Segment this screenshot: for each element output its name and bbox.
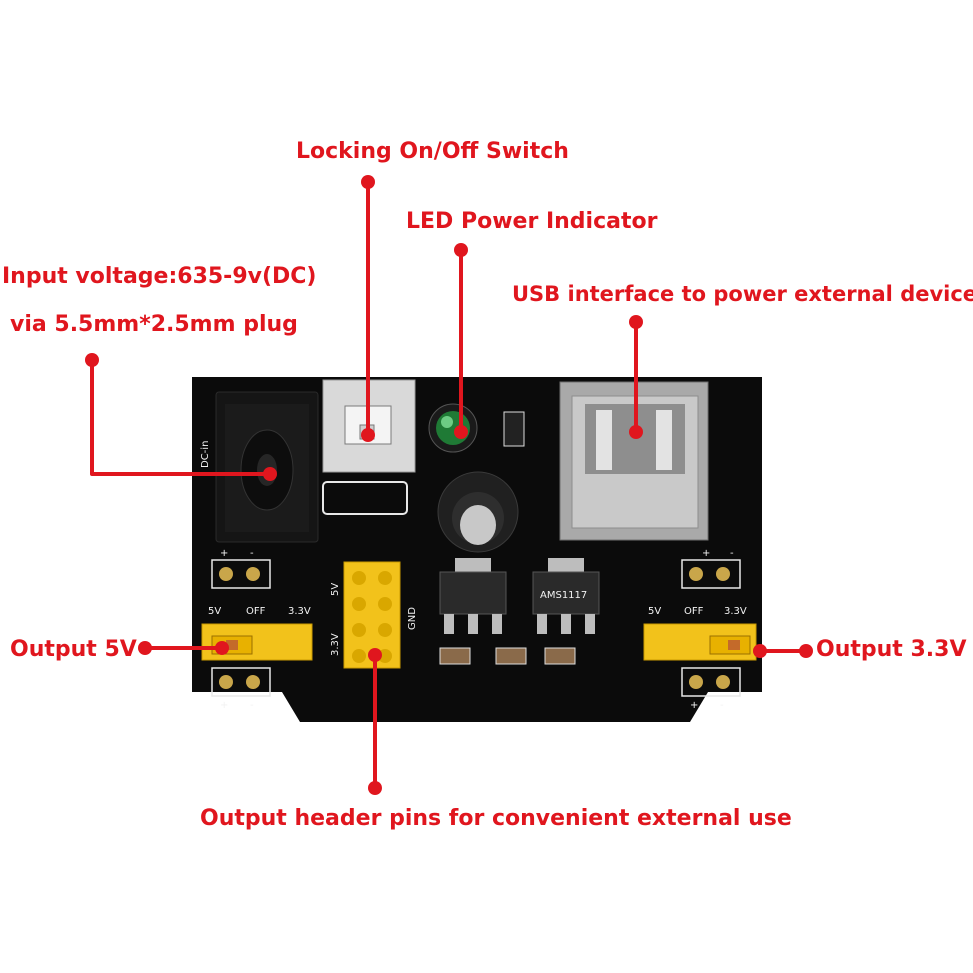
input-leader-dot-start xyxy=(85,353,99,367)
output-33v-leader-dot-start xyxy=(753,644,767,658)
usb-label: USB interface to power external device xyxy=(512,282,973,306)
left-off-silkscreen: OFF xyxy=(246,606,266,617)
left-5v-silkscreen: 5V xyxy=(208,606,221,617)
right-off-silkscreen: OFF xyxy=(684,606,704,617)
left-minus-bottom: - xyxy=(250,700,254,711)
left-power-pins-bottom xyxy=(211,667,271,697)
header-33v-silkscreen: 3.3V xyxy=(330,633,341,656)
right-plus-bottom: + xyxy=(690,700,698,711)
left-jumper-block xyxy=(201,623,313,661)
dc-barrel-jack xyxy=(215,391,319,543)
regulator-marking: AMS1117 xyxy=(540,590,587,601)
led-leader-dot-top xyxy=(454,243,468,257)
left-power-pins-top xyxy=(211,559,271,589)
dc-in-silkscreen: DC-in xyxy=(200,441,211,468)
output-5v-leader-dot-start xyxy=(138,641,152,655)
smd-components xyxy=(439,647,576,665)
switch-label: Locking On/Off Switch xyxy=(296,139,569,164)
right-minus-top: - xyxy=(730,548,734,559)
output-33v-label: Output 3.3V xyxy=(816,637,967,662)
left-minus-top: - xyxy=(250,548,254,559)
capacitor xyxy=(437,471,519,553)
switch-leader-dot-bottom xyxy=(361,428,375,442)
right-power-pins-top xyxy=(681,559,741,589)
regulator-right xyxy=(532,558,600,634)
right-jumper-block xyxy=(643,623,757,661)
header-gnd-silkscreen: GND xyxy=(407,607,418,630)
output-33v-leader-dot-end xyxy=(799,644,813,658)
header-leader-dot-top xyxy=(368,648,382,662)
regulator-left xyxy=(439,558,507,634)
left-plus-bottom: + xyxy=(220,700,228,711)
left-plus-top: + xyxy=(220,548,228,559)
right-33v-silkscreen: 3.3V xyxy=(724,606,747,617)
left-33v-silkscreen: 3.3V xyxy=(288,606,311,617)
header-leader-dot-bottom xyxy=(368,781,382,795)
header-pins-label: Output header pins for convenient extern… xyxy=(200,806,792,831)
led-leader-dot-bottom xyxy=(454,425,468,439)
usb-leader-dot-bottom xyxy=(629,425,643,439)
output-5v-label: Output 5V xyxy=(10,637,137,662)
output-5v-leader-dot-end xyxy=(215,641,229,655)
usb-leader-dot-top xyxy=(629,315,643,329)
switch-leader-dot-top xyxy=(361,175,375,189)
led-label: LED Power Indicator xyxy=(406,209,658,234)
center-header-pins xyxy=(343,561,401,669)
right-power-pins-bottom xyxy=(681,667,741,697)
header-5v-silkscreen: 5V xyxy=(330,583,341,596)
plug-label: via 5.5mm*2.5mm plug xyxy=(10,312,298,337)
input-voltage-label: Input voltage:635-9v(DC) xyxy=(2,264,317,289)
input-leader-line xyxy=(90,358,272,476)
input-leader-dot-end xyxy=(263,467,277,481)
right-minus-bottom: - xyxy=(720,700,724,711)
right-5v-silkscreen: 5V xyxy=(648,606,661,617)
right-plus-top: + xyxy=(702,548,710,559)
